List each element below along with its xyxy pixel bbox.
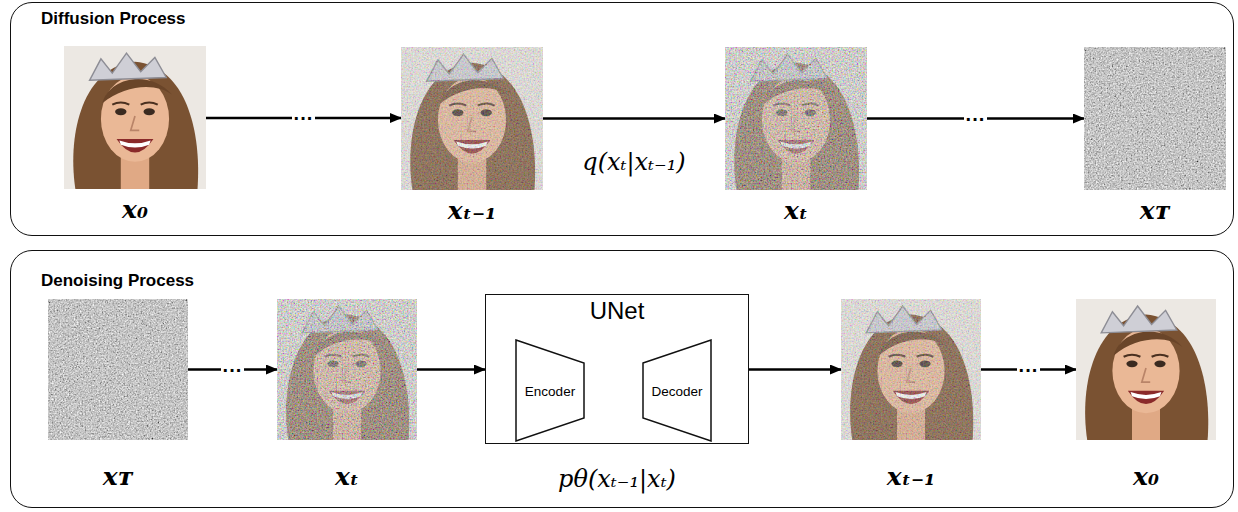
- image-node: xₜ: [725, 47, 867, 190]
- image-node: x₀: [64, 46, 206, 189]
- arrow-connector: [981, 368, 1076, 371]
- arrow-connector: [188, 368, 277, 371]
- variable-label: xₜ: [784, 196, 808, 225]
- panel-title: Diffusion Process: [41, 9, 186, 29]
- block-label: Encoder: [525, 383, 575, 398]
- arrow-connector: [206, 117, 401, 120]
- ellipsis-label: ···: [964, 109, 988, 129]
- ellipsis-label: ···: [221, 360, 245, 380]
- image-node: xₜ₋₁: [401, 47, 543, 190]
- panel-title: Denoising Process: [41, 271, 194, 291]
- unet-title: UNet: [590, 297, 645, 325]
- image-tile: [841, 299, 981, 440]
- image-tile: [48, 299, 188, 440]
- ellipsis-label: ···: [292, 108, 316, 128]
- image-node: x₀: [1076, 299, 1216, 440]
- variable-label: xₜ: [335, 462, 359, 491]
- transition-label: q(xₜ|xₜ₋₁): [580, 148, 687, 176]
- unet-box: UNetpθ(xₜ₋₁|xₜ)EncoderDecoder: [485, 294, 749, 444]
- image-tile: [1076, 299, 1216, 440]
- image-node: xᴛ: [48, 299, 188, 440]
- block-label: Decoder: [651, 383, 702, 398]
- variable-label: xₜ₋₁: [448, 196, 496, 225]
- variable-label: x₀: [122, 195, 148, 224]
- arrow-connector: [543, 117, 725, 120]
- arrow-connector: [417, 368, 485, 371]
- decoder-block: Decoder: [642, 339, 712, 442]
- ellipsis-label: ···: [1017, 360, 1041, 380]
- arrow-connector: [749, 368, 841, 371]
- arrow-connector: [867, 117, 1084, 120]
- variable-label: xₜ₋₁: [887, 462, 935, 491]
- image-tile: [401, 47, 543, 190]
- model-label: pθ(xₜ₋₁|xₜ): [558, 465, 676, 493]
- process-panel: Denoising ProcessxᴛxₜUNetpθ(xₜ₋₁|xₜ)Enco…: [10, 250, 1234, 508]
- image-tile: [1084, 47, 1226, 190]
- variable-label: xᴛ: [1140, 196, 1170, 225]
- variable-label: x₀: [1133, 462, 1159, 491]
- process-panel: Diffusion Process x₀ xₜ₋₁ xₜ xᴛ: [10, 2, 1234, 236]
- image-tile: [725, 47, 867, 190]
- image-tile: [277, 299, 417, 440]
- image-node: xₜ: [277, 299, 417, 440]
- image-node: xₜ₋₁: [841, 299, 981, 440]
- encoder-block: Encoder: [515, 339, 585, 442]
- variable-label: xᴛ: [103, 462, 133, 491]
- image-node: xᴛ: [1084, 47, 1226, 190]
- image-tile: [64, 46, 206, 189]
